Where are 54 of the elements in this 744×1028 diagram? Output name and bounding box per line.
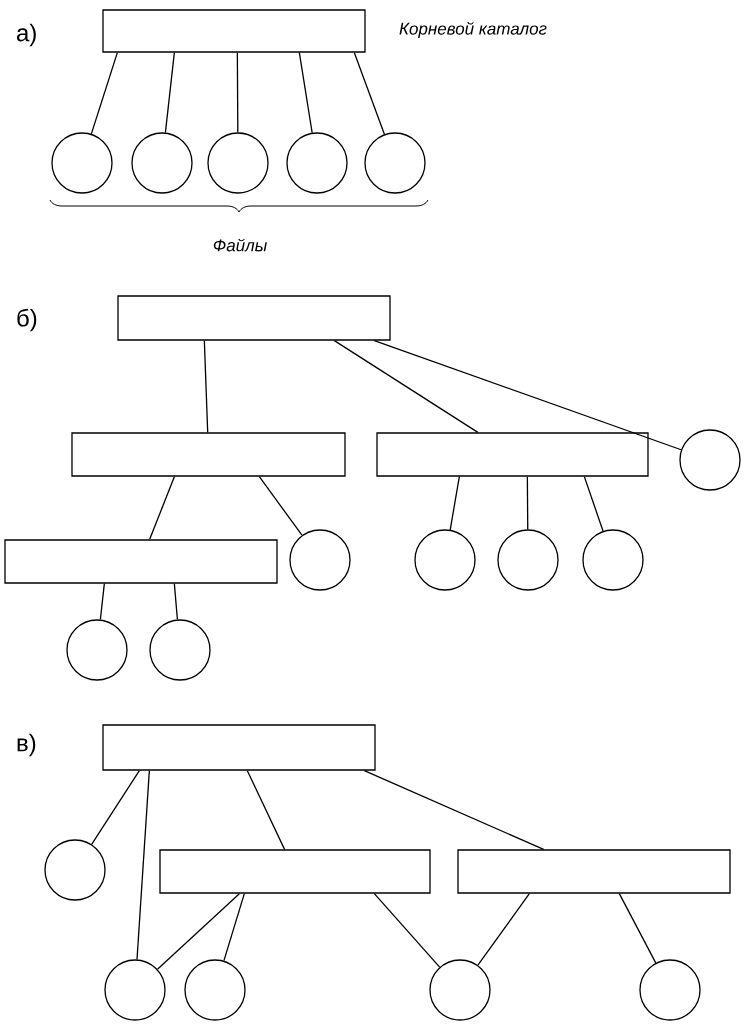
connector-line <box>477 893 530 966</box>
section-letter: в) <box>17 733 36 757</box>
connector-line <box>236 52 239 133</box>
connector-line <box>99 583 105 621</box>
file-circle <box>104 959 166 1021</box>
connector-line <box>258 476 303 536</box>
file-circle <box>131 132 193 194</box>
file-circle <box>582 529 644 591</box>
connector-line <box>363 770 545 850</box>
file-circle <box>364 132 426 194</box>
file-circle <box>414 529 476 591</box>
section-letter: а) <box>17 23 36 47</box>
directory-box <box>71 432 346 477</box>
connector-line <box>136 770 150 961</box>
file-circle <box>184 959 246 1021</box>
directory-box <box>376 432 649 477</box>
connector-line <box>223 893 245 962</box>
group-label: Файлы <box>213 238 267 252</box>
connector-line <box>298 52 313 134</box>
connector-line <box>173 583 179 621</box>
file-circle <box>429 959 491 1021</box>
directory-box <box>102 9 366 53</box>
file-circle <box>66 619 128 681</box>
connector-line <box>333 340 479 433</box>
file-circle <box>51 132 113 194</box>
file-circle <box>207 132 269 194</box>
file-circle <box>286 132 348 194</box>
file-circle <box>44 839 106 901</box>
connector-line <box>90 52 118 135</box>
connector-line <box>91 770 140 845</box>
file-circle <box>679 429 741 491</box>
directory-box <box>117 295 391 341</box>
connector-line <box>246 770 286 850</box>
connector-line <box>149 476 175 540</box>
directory-caption: Корневой каталог <box>399 21 547 39</box>
connector-line <box>373 340 682 451</box>
section-letter: б) <box>17 308 37 332</box>
directory-box <box>457 849 731 894</box>
file-circle <box>289 529 351 591</box>
connector-line <box>373 893 441 968</box>
connector-line <box>618 893 657 964</box>
connector-line <box>353 52 386 135</box>
connector-line <box>203 340 209 433</box>
directory-box <box>102 724 376 771</box>
connector-line <box>526 476 529 530</box>
directory-box <box>4 539 278 584</box>
connector-line <box>449 476 460 531</box>
connector-line <box>156 893 240 970</box>
file-circle <box>497 529 559 591</box>
file-circle <box>149 619 211 681</box>
connector-line <box>164 52 175 134</box>
connector-line <box>583 476 604 532</box>
directory-box <box>159 849 431 894</box>
file-circle <box>639 959 701 1021</box>
